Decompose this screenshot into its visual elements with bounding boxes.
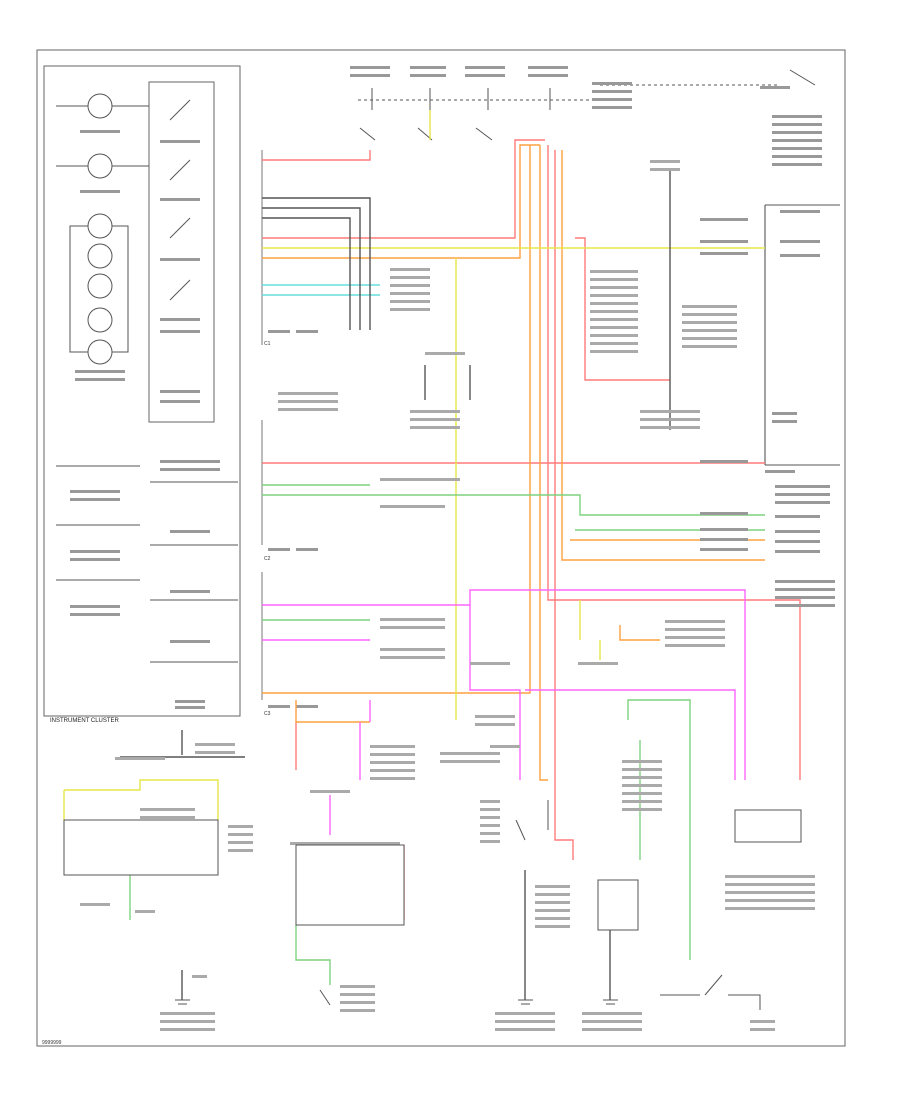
wire-green-2 [262, 494, 765, 516]
wire-orange-3 [539, 145, 548, 781]
wire-orange-2 [262, 145, 531, 694]
right-connector-pins [700, 210, 835, 607]
wire-harness [63, 110, 801, 1000]
wire-red-right [575, 237, 670, 381]
diagram-border [36, 49, 846, 1047]
bottom-components [63, 800, 802, 1010]
wire-red-drop [554, 150, 574, 860]
wire-red-down [547, 145, 801, 780]
inset-title: INSTRUMENT CLUSTER [50, 718, 120, 724]
connector-mark-c2: C2 [264, 556, 271, 562]
wire-red-mid [262, 139, 545, 239]
wire-red-top [262, 150, 371, 161]
gauges [169, 99, 191, 301]
connector-mark-c1: C1 [264, 341, 271, 347]
module-box-right [764, 204, 840, 466]
relay-box [597, 879, 639, 931]
module-box-left [63, 819, 219, 876]
fuse-block [358, 69, 816, 141]
grounds [175, 999, 618, 1005]
module-box-center [295, 844, 405, 926]
connector-mark-c3: C3 [264, 711, 271, 717]
wire-orange-1 [262, 144, 540, 259]
footer-code: 9999999 [42, 1040, 62, 1046]
wire-magenta-1 [262, 589, 746, 780]
indicator-lamps [87, 93, 113, 365]
instrument-cluster-inset [43, 65, 241, 717]
switch-box-right [734, 809, 802, 843]
